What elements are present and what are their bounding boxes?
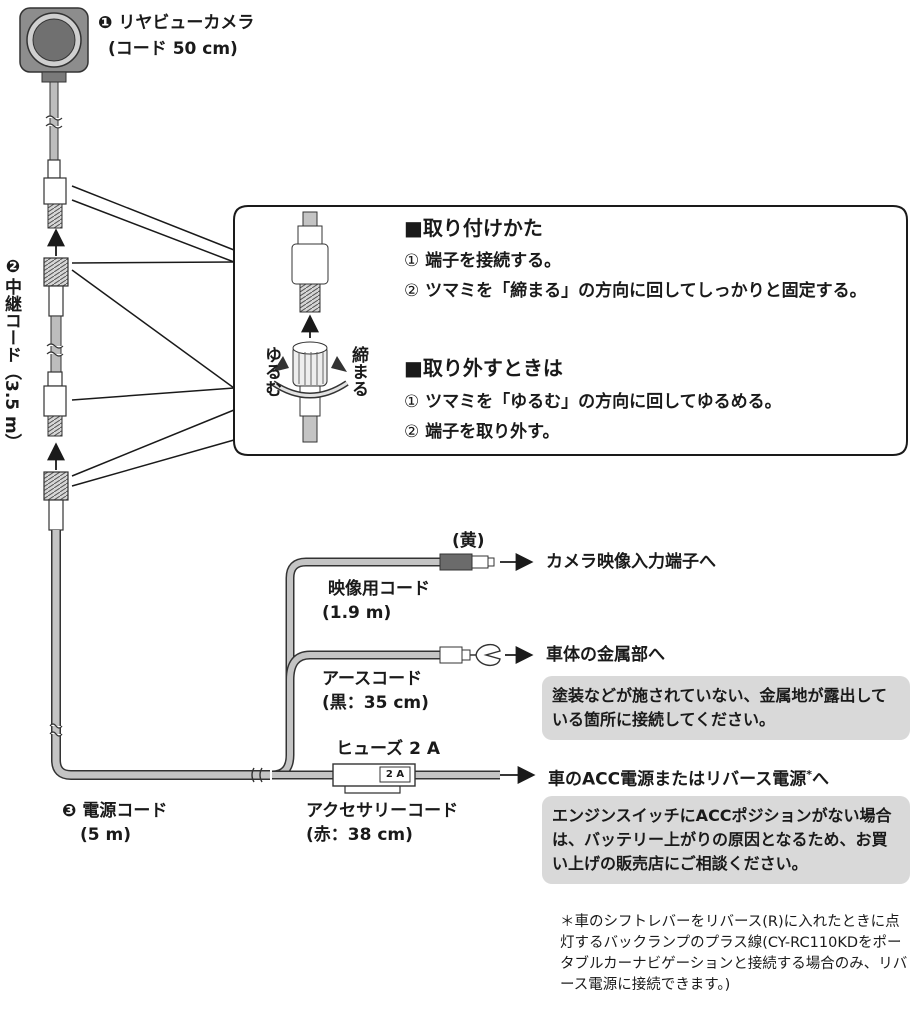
camera-name: リヤビューカメラ xyxy=(118,13,255,33)
detach-step-2-num: ② xyxy=(404,422,420,442)
camera-number: ❶ xyxy=(98,13,113,33)
relay-cord-number: ❷ xyxy=(5,257,21,277)
rear-camera xyxy=(19,7,89,83)
tighten-label: 締まる xyxy=(348,346,368,397)
callout-box xyxy=(71,185,908,487)
ground-dest: 車体の金属部へ xyxy=(546,645,665,665)
accessory-dest-text: 車のACC電源またはリバース電源 xyxy=(548,769,807,790)
fuse-holder xyxy=(332,763,416,794)
accessory-note: エンジンスイッチにACCポジションがない場合は、バッテリー上がりの原因となるため… xyxy=(542,796,910,884)
attach-heading: ■取り付けかた xyxy=(404,216,543,240)
power-cord-label: ❸ 電源コード xyxy=(62,800,167,822)
relay-cord-label: ❷ 中継コード （3.5 m） xyxy=(1,256,24,451)
relay-cord xyxy=(43,257,69,437)
footnote: ＊車のシフトレバーをリバース(R)に入れたときに点灯するバックランプのプラス線(… xyxy=(560,914,908,993)
attach-step-2: ② ツマミを「締まる」の方向に回してしっかりと固定する。 xyxy=(404,280,867,302)
camera-label: ❶ リヤビューカメラ xyxy=(98,12,254,34)
attach-step-1-num: ① xyxy=(404,251,420,271)
detach-step-1-text: ツマミを「ゆるむ」の方向に回してゆるめる。 xyxy=(425,392,782,412)
camera-cord xyxy=(43,81,67,229)
accessory-cord-length: (赤：38 cm) xyxy=(306,825,413,845)
detach-step-2: ② 端子を取り外す。 xyxy=(404,421,559,443)
video-cord-name: 映像用コード xyxy=(328,579,430,599)
attach-step-2-text: ツマミを「締まる」の方向に回してしっかりと固定する。 xyxy=(425,281,867,301)
video-color-label: (黄) xyxy=(452,531,485,551)
accessory-dest: 車のACC電源またはリバース電源*へ xyxy=(548,764,829,791)
connector-knob-illustration xyxy=(271,211,349,443)
power-cord-name: 電源コード xyxy=(82,801,168,821)
ground-note: 塗装などが施されていない、金属地が露出している箇所に接続してください。 xyxy=(542,676,910,740)
relay-cord-length: （3.5 m） xyxy=(1,363,21,451)
video-dest: カメラ映像入力端子へ xyxy=(546,552,716,572)
detach-step-1: ① ツマミを「ゆるむ」の方向に回してゆるめる。 xyxy=(404,391,782,413)
fuse-label: ヒューズ 2 A xyxy=(336,739,440,759)
loosen-label-wrap: ゆるむ xyxy=(261,346,286,397)
loosen-label: ゆるむ xyxy=(261,346,281,397)
video-cord-length: (1.9 m) xyxy=(322,603,392,623)
tighten-label-wrap: 締まる xyxy=(348,346,373,397)
attach-step-1-text: 端子を接続する。 xyxy=(425,251,562,271)
power-cord xyxy=(43,471,500,783)
camera-cord-length: (コード 50 cm) xyxy=(108,39,238,59)
detach-step-2-text: 端子を取り外す。 xyxy=(425,422,560,442)
accessory-cord-name: アクセサリーコード xyxy=(306,801,459,821)
ground-cord-length: (黒：35 cm) xyxy=(322,693,429,713)
ground-terminal xyxy=(439,644,501,666)
power-cord-number: ❸ xyxy=(62,801,77,821)
attach-step-1: ① 端子を接続する。 xyxy=(404,250,561,272)
power-cord-length: (5 m) xyxy=(80,825,131,845)
rca-plug xyxy=(439,553,495,571)
detach-heading: ■取り外すときは xyxy=(404,356,563,380)
relay-cord-name: 中継コード xyxy=(1,278,21,363)
accessory-dest-mark: * xyxy=(806,768,813,781)
accessory-dest-suffix: へ xyxy=(812,769,830,790)
ground-cord-name: アースコード xyxy=(322,669,423,689)
attach-step-2-num: ② xyxy=(404,281,420,301)
fuse-mark: 2 A xyxy=(385,769,405,780)
detach-step-1-num: ① xyxy=(404,392,420,412)
